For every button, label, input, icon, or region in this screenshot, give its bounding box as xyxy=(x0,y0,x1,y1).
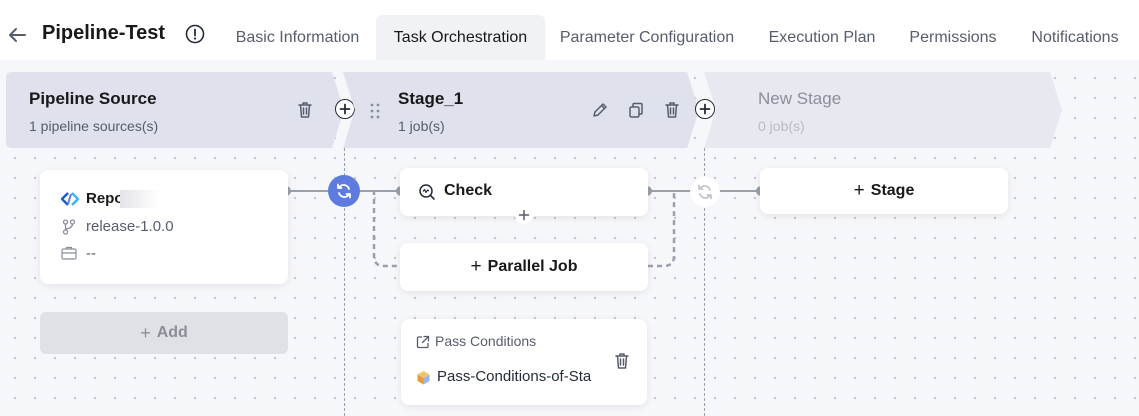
trash-icon[interactable] xyxy=(612,351,632,371)
stage-title: New Stage xyxy=(758,89,842,108)
parallel-connector xyxy=(372,190,400,268)
plus-icon xyxy=(518,209,530,221)
plus-icon: + xyxy=(140,322,151,343)
stage-divider xyxy=(344,148,345,416)
repo-branch: release-1.0.0 xyxy=(86,218,174,235)
stage-subtitle: 1 pipeline sources(s) xyxy=(29,118,159,134)
branch-icon xyxy=(62,219,76,235)
add-label: Add xyxy=(156,324,188,341)
pass-conditions-cube-icon xyxy=(417,371,430,385)
add-serial-job-button[interactable] xyxy=(515,206,533,224)
pass-conditions-title: Pass Conditions xyxy=(435,333,537,349)
stage-divider xyxy=(704,148,705,416)
repo-card[interactable]: Repo release-1.0.0 -- xyxy=(40,170,288,284)
copy-icon[interactable] xyxy=(626,100,646,120)
add-stage-button[interactable] xyxy=(695,99,715,119)
trash-icon[interactable] xyxy=(662,100,682,120)
back-arrow-icon[interactable] xyxy=(6,24,28,46)
plus-icon: + xyxy=(853,180,865,201)
tab-permissions[interactable]: Permissions xyxy=(909,28,997,46)
drag-handle-icon[interactable] xyxy=(369,102,381,120)
info-icon[interactable] xyxy=(184,23,206,45)
page-header: Pipeline-Test Basic Information Task Orc… xyxy=(0,0,1139,60)
parallel-connector xyxy=(648,190,676,268)
stage-new-stage[interactable]: New Stage 0 job(s) xyxy=(704,72,1062,148)
check-job-icon xyxy=(419,184,435,200)
repo-name: Repo xyxy=(86,190,124,207)
tab-execution-plan[interactable]: Execution Plan xyxy=(768,28,876,46)
connector-line xyxy=(287,190,329,192)
add-stage-card-button[interactable]: + Stage xyxy=(760,168,1008,214)
orchestration-canvas: Pipeline Source 1 pipeline sources(s) St… xyxy=(0,60,1139,416)
sync-icon xyxy=(337,183,351,199)
page-title: Pipeline-Test xyxy=(42,22,165,44)
share-icon xyxy=(416,335,430,349)
stage-sync-node xyxy=(690,177,720,207)
stage-shape xyxy=(343,72,699,148)
stage-button-label: Stage xyxy=(870,182,915,199)
stage-subtitle: 0 job(s) xyxy=(758,118,805,134)
plus-circle-icon xyxy=(699,103,711,115)
connector-line xyxy=(647,190,691,192)
add-source-button[interactable]: + Add xyxy=(40,312,288,354)
job-name: Check xyxy=(444,182,493,199)
stage-shape xyxy=(6,72,344,148)
repo-tag: -- xyxy=(86,245,96,262)
tab-notifications[interactable]: Notifications xyxy=(1031,28,1119,46)
pass-conditions-item: Pass-Conditions-of-Sta xyxy=(437,368,592,385)
stage-stage-1[interactable]: Stage_1 1 job(s) xyxy=(343,72,699,148)
tab-basic-information[interactable]: Basic Information xyxy=(235,28,360,46)
tag-icon xyxy=(61,246,77,260)
pass-conditions-card[interactable]: Pass Conditions Pass-Conditions-of-Sta xyxy=(401,319,647,405)
stage-title: Pipeline Source xyxy=(29,89,157,108)
stage-title: Stage_1 xyxy=(398,89,464,108)
parallel-job-button[interactable]: + Parallel Job xyxy=(400,243,648,291)
sync-icon xyxy=(698,184,712,200)
plus-circle-icon xyxy=(339,103,351,115)
connector-line xyxy=(719,190,761,192)
tab-task-orchestration[interactable]: Task Orchestration xyxy=(376,15,545,60)
repo-logo-icon xyxy=(60,192,80,206)
stage-shape xyxy=(704,72,1062,148)
job-card-check[interactable]: Check xyxy=(400,168,648,224)
connector-line xyxy=(359,190,401,192)
repo-name-mask xyxy=(120,190,160,208)
stage-subtitle: 1 job(s) xyxy=(398,118,445,134)
trash-icon[interactable] xyxy=(295,100,315,120)
tab-parameter-configuration[interactable]: Parameter Configuration xyxy=(559,28,735,46)
stage-pipeline-source[interactable]: Pipeline Source 1 pipeline sources(s) xyxy=(6,72,344,148)
parallel-job-label: Parallel Job xyxy=(487,258,578,275)
add-stage-button[interactable] xyxy=(335,99,355,119)
plus-icon: + xyxy=(470,256,482,277)
edit-pencil-icon[interactable] xyxy=(590,100,610,120)
stage-sync-node[interactable] xyxy=(328,175,360,207)
